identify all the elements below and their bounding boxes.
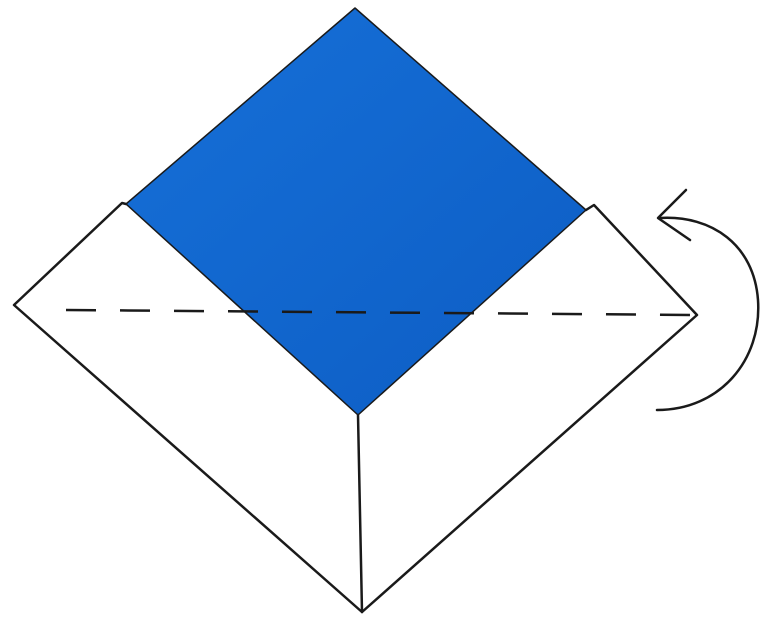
outline-left-flap xyxy=(12,201,364,614)
outline-right-flap xyxy=(360,203,699,614)
curved-arrow-fold-behind-icon xyxy=(655,188,760,412)
paper-white-base xyxy=(14,203,697,612)
center-crease-line xyxy=(356,413,364,614)
